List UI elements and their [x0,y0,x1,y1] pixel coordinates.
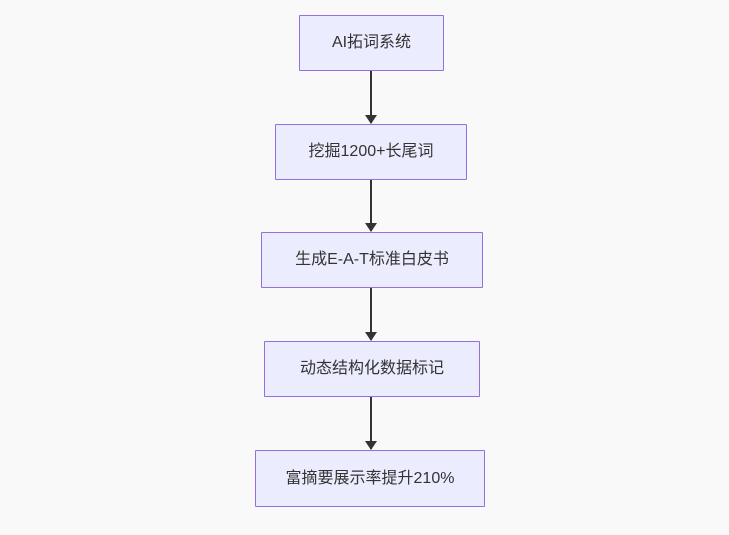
node-label: 富摘要展示率提升210% [285,469,455,487]
flow-edge-2 [365,180,377,232]
node-ai-keyword-system: AI拓词系统 [299,15,444,71]
flow-edge-4 [365,397,377,450]
flow-edge-3 [365,288,377,341]
node-label: 动态结构化数据标记 [299,360,444,378]
node-label: 生成E-A-T标准白皮书 [295,251,449,269]
node-rich-snippet-result: 富摘要展示率提升210% [255,450,485,507]
node-label: 挖掘1200+长尾词 [308,143,434,161]
arrowhead-down-icon [365,223,377,232]
node-structured-data-markup: 动态结构化数据标记 [264,341,480,397]
arrowhead-down-icon [365,441,377,450]
node-longtail-mining: 挖掘1200+长尾词 [275,124,467,180]
node-eat-whitepaper: 生成E-A-T标准白皮书 [261,232,483,288]
arrowhead-down-icon [365,332,377,341]
node-label: AI拓词系统 [331,34,412,52]
flow-edge-1 [365,71,377,124]
arrowhead-down-icon [365,115,377,124]
